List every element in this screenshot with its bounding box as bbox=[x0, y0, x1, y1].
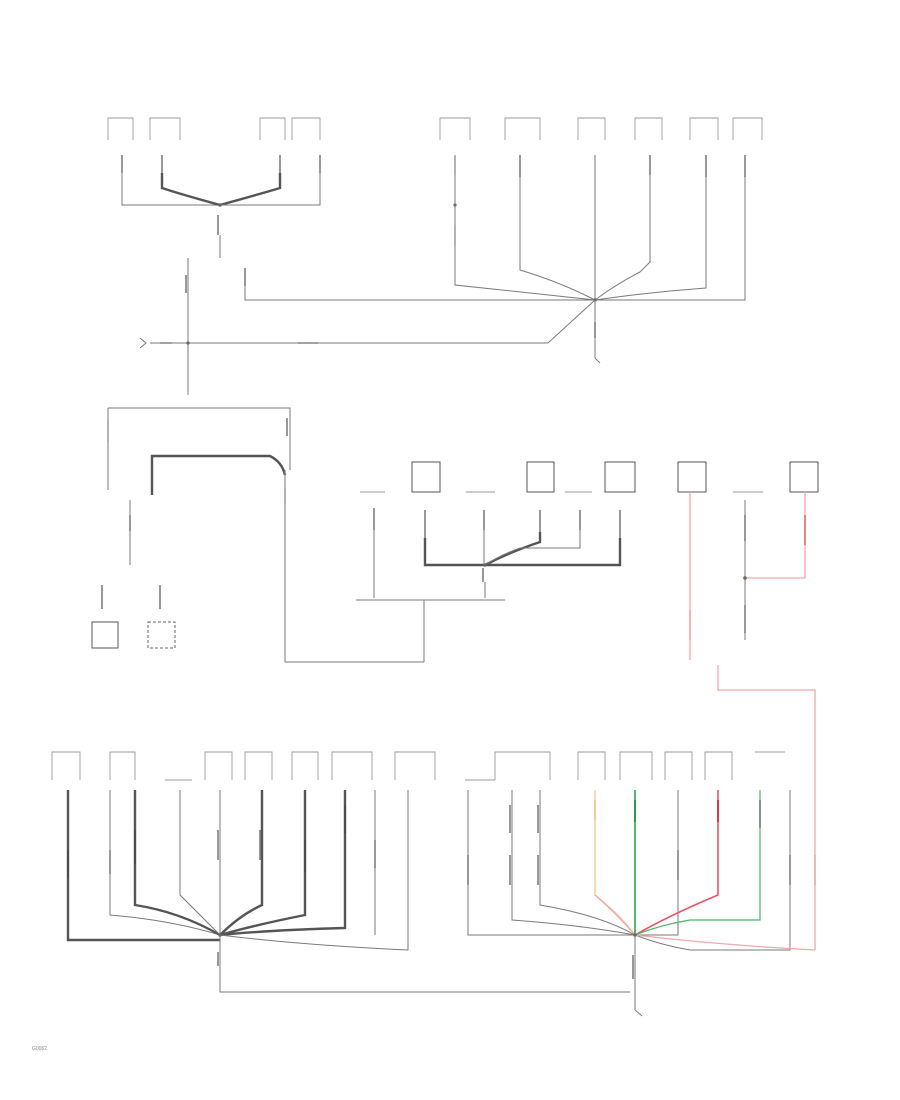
component-connector bbox=[107, 117, 134, 140]
bottom-left-branch bbox=[51, 751, 630, 993]
bottom-right-branch bbox=[465, 751, 816, 1017]
lamp-component bbox=[91, 621, 119, 649]
component-connector bbox=[259, 117, 286, 140]
center-branch bbox=[356, 461, 636, 662]
wire-terminal bbox=[121, 155, 321, 173]
top-left-branch bbox=[107, 117, 321, 350]
page-identifier: G0062 bbox=[32, 1046, 47, 1052]
ground-bus-middle bbox=[107, 337, 548, 663]
lower-left-components bbox=[91, 585, 176, 649]
lamp-component bbox=[147, 621, 176, 649]
right-upper-branch bbox=[677, 461, 819, 950]
component-connector bbox=[291, 117, 321, 140]
splice-point bbox=[218, 203, 222, 207]
top-right-branch bbox=[244, 117, 763, 364]
component-connector bbox=[149, 117, 181, 140]
